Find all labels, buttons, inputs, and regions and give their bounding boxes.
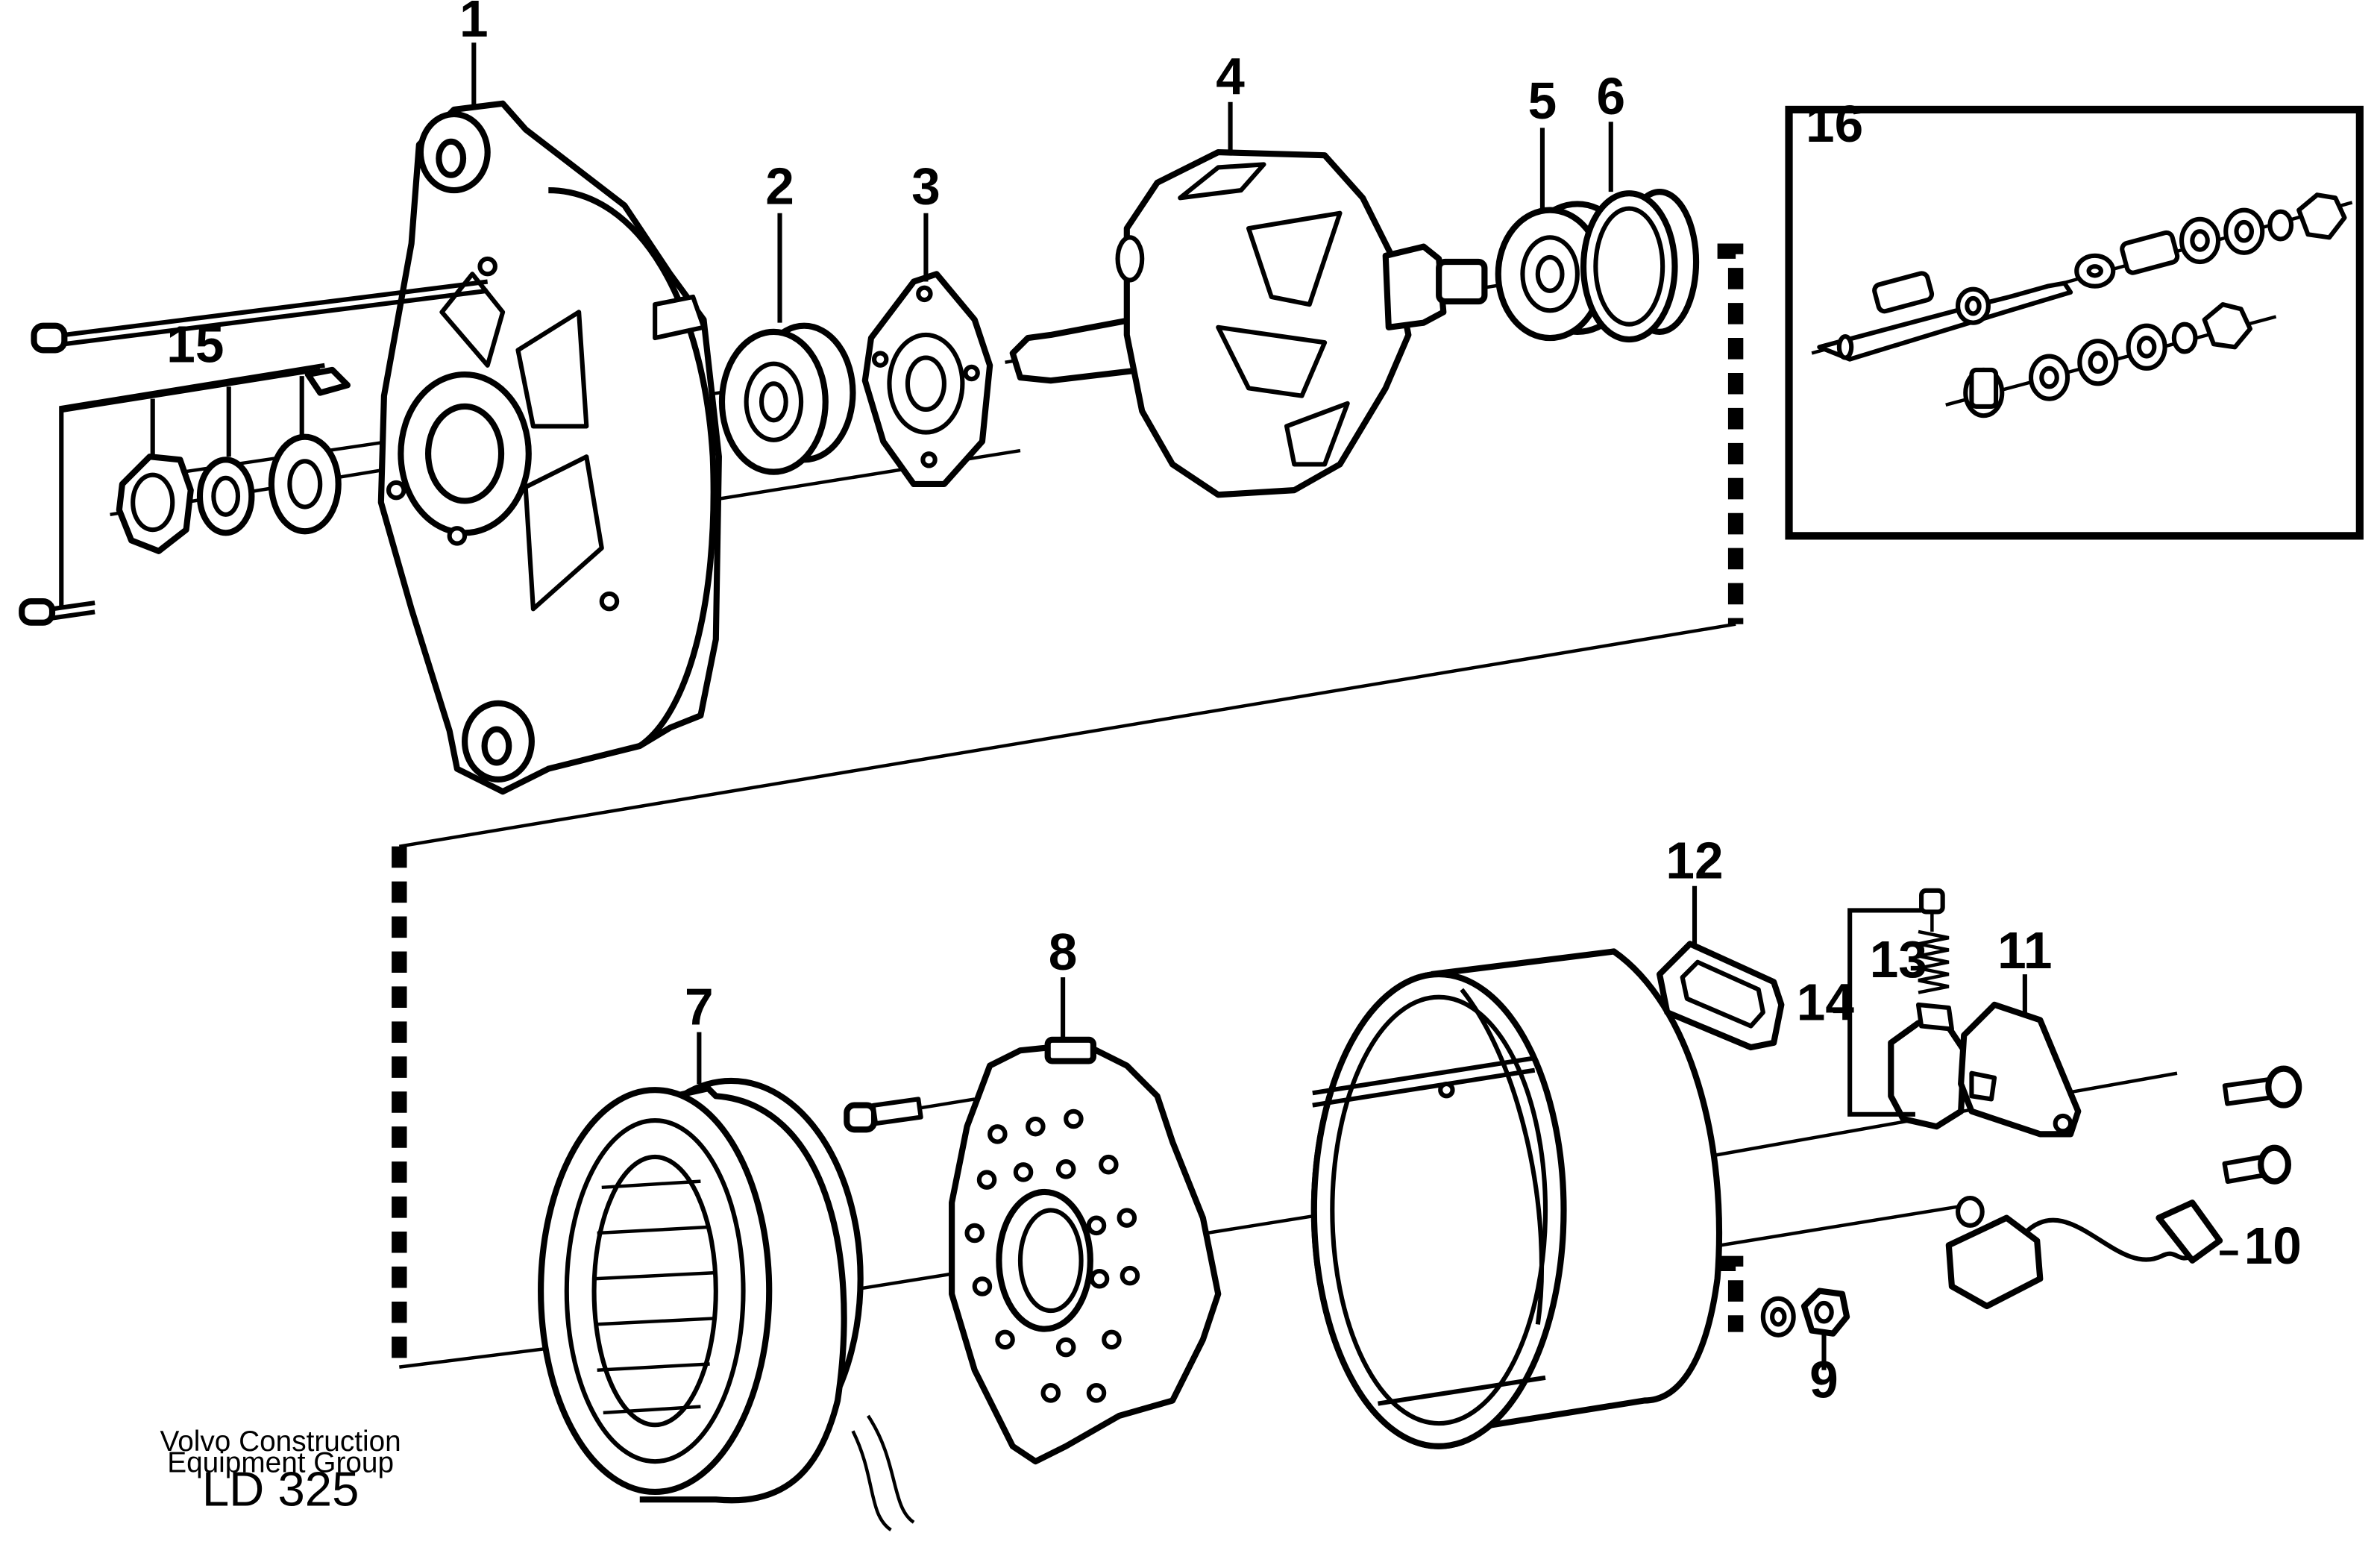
terminal-kit-inset <box>1785 105 2364 540</box>
diagram-code: LD 325 <box>202 1461 359 1516</box>
bearing-retainer-plate <box>861 271 993 488</box>
terminal-nut-washer <box>1760 1288 1850 1337</box>
callout-4: 4 <box>1216 48 1245 106</box>
stator <box>538 1077 915 1531</box>
suppressor-cable <box>1945 1144 2292 1310</box>
callout-14: 14 <box>1797 973 1855 1031</box>
rotor <box>1009 148 1488 498</box>
publisher-footer: Volvo Construction Equipment Group LD 32… <box>160 1426 401 1516</box>
brush-spring-screw <box>1918 888 1950 994</box>
bolt-lower <box>19 598 95 626</box>
bearing-ring-6 <box>1580 189 1700 343</box>
callout-7: 7 <box>685 977 714 1035</box>
callout-1: 1 <box>459 0 489 48</box>
callout-12: 12 <box>1665 832 1723 890</box>
callout-11: 11 <box>1997 921 2052 979</box>
nut-washer-kit <box>116 366 351 554</box>
callout-3: 3 <box>911 157 941 215</box>
callout-16: 16 <box>1806 95 1863 153</box>
footer-line-2: Equipment Group <box>167 1446 394 1478</box>
voltage-regulator <box>1888 1001 2082 1138</box>
callout-9: 9 <box>1809 1350 1839 1408</box>
callout-numbers: 1 2 3 4 5 6 7 8 9 10 11 12 13 14 15 16 <box>166 0 2302 1408</box>
footer-line-1: Volvo Construction <box>160 1426 401 1458</box>
bearing-2 <box>718 322 856 475</box>
callout-10: 10 <box>2244 1217 2302 1275</box>
gasket <box>1656 941 1785 1051</box>
callout-13: 13 <box>1870 930 1927 988</box>
callout-8: 8 <box>1049 923 1078 981</box>
callout-5: 5 <box>1528 72 1557 130</box>
diode-pins <box>964 1108 1140 1403</box>
callout-15: 15 <box>166 316 224 374</box>
assembly-connection-lines <box>392 243 1744 1369</box>
callout-leaders <box>59 43 2238 1370</box>
rectifier-screw <box>844 1097 923 1133</box>
rear-end-cover <box>1310 948 1722 1449</box>
drive-end-frame <box>377 100 722 795</box>
callout-6: 6 <box>1596 67 1625 125</box>
callout-2: 2 <box>765 157 794 215</box>
long-bolt-upper <box>31 279 489 354</box>
regulator-bolt <box>2222 1065 2302 1108</box>
rectifier <box>949 1036 1222 1465</box>
